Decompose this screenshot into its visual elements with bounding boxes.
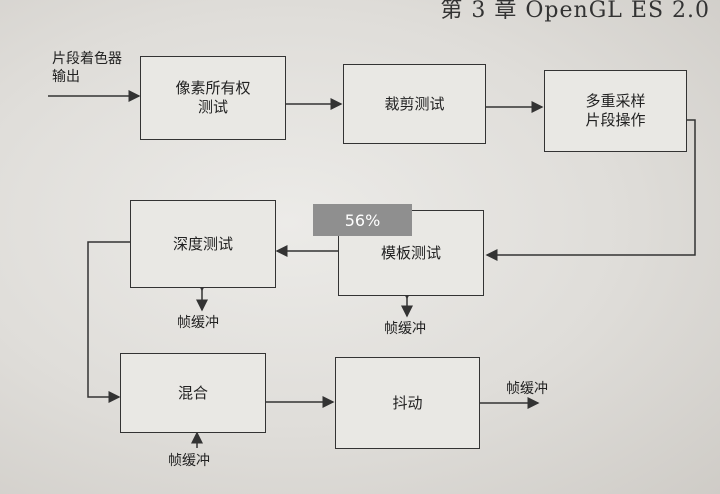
blend-label: 混合 (177, 383, 208, 402)
blend-framebuffer-label: 帧缓冲 (168, 453, 210, 469)
pixel-ownership-test-box: 像素所有权 测试 (140, 56, 286, 140)
scissor-test-box: 裁剪测试 (343, 64, 486, 144)
multisample-box: 多重采样 片段操作 (544, 70, 687, 152)
arrow-multisample-to-stencil (485, 119, 696, 261)
stencil-test-label: 模板测试 (380, 243, 441, 262)
input-label: 片段着色器 输出 (52, 51, 122, 85)
dither-box: 抖动 (335, 357, 480, 449)
output-framebuffer-label: 帧缓冲 (506, 381, 548, 397)
multisample-label: 多重采样 片段操作 (585, 92, 646, 129)
arrow-depth-to-blend (87, 241, 130, 403)
dither-label: 抖动 (392, 393, 423, 412)
zoom-indicator: 56% (313, 204, 412, 236)
depth-framebuffer-label: 帧缓冲 (177, 315, 219, 331)
pixel-ownership-test-label: 像素所有权 测试 (175, 79, 251, 116)
chapter-header: 第 3 章 OpenGL ES 2.0 (440, 0, 710, 23)
scissor-test-label: 裁剪测试 (384, 94, 445, 113)
blend-box: 混合 (120, 353, 266, 433)
stencil-framebuffer-label: 帧缓冲 (384, 321, 426, 337)
depth-test-box: 深度测试 (130, 200, 276, 288)
depth-test-label: 深度测试 (172, 234, 233, 253)
